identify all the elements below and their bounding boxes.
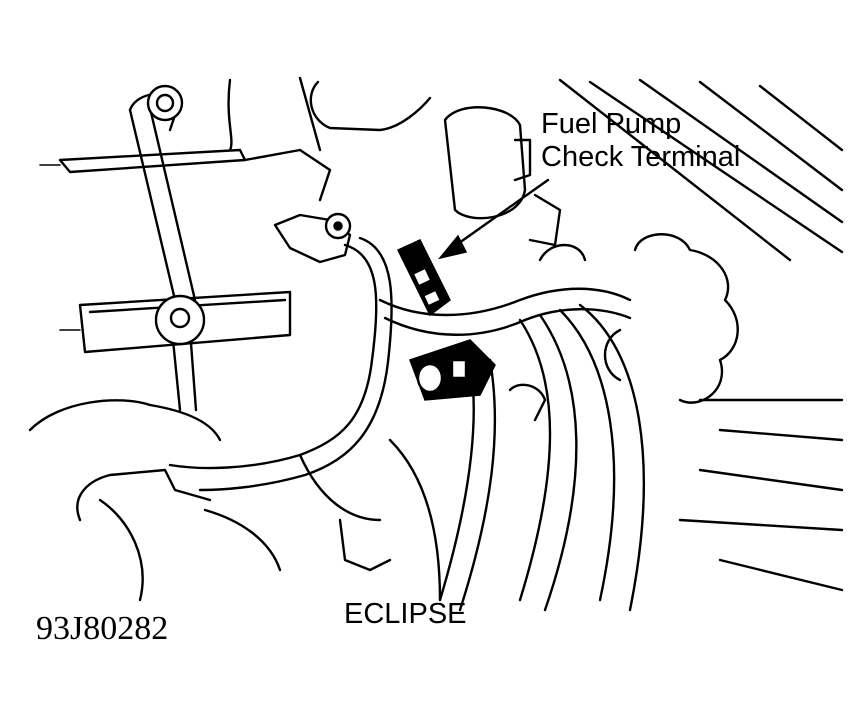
support-rod <box>128 84 198 412</box>
reservoir <box>309 80 562 247</box>
callout-line-2: Check Terminal <box>541 141 741 173</box>
callout-leader-arrow <box>438 178 550 260</box>
callout-label: Fuel Pump Check Terminal <box>541 108 740 174</box>
harness-connector <box>409 339 496 401</box>
fuel-pump-check-terminal <box>396 239 451 317</box>
lower-bracket <box>78 290 292 354</box>
hoses <box>168 236 645 612</box>
hood-edge-lines <box>558 78 844 262</box>
hose-clamp-bolt <box>273 212 352 264</box>
figure-code: 93J80282 <box>36 610 169 647</box>
engine-block-left <box>28 164 392 602</box>
upper-bracket <box>58 76 332 202</box>
callout-line-1: Fuel Pump <box>541 108 682 140</box>
engine-components-right <box>508 233 844 592</box>
model-label: ECLIPSE <box>344 598 467 630</box>
